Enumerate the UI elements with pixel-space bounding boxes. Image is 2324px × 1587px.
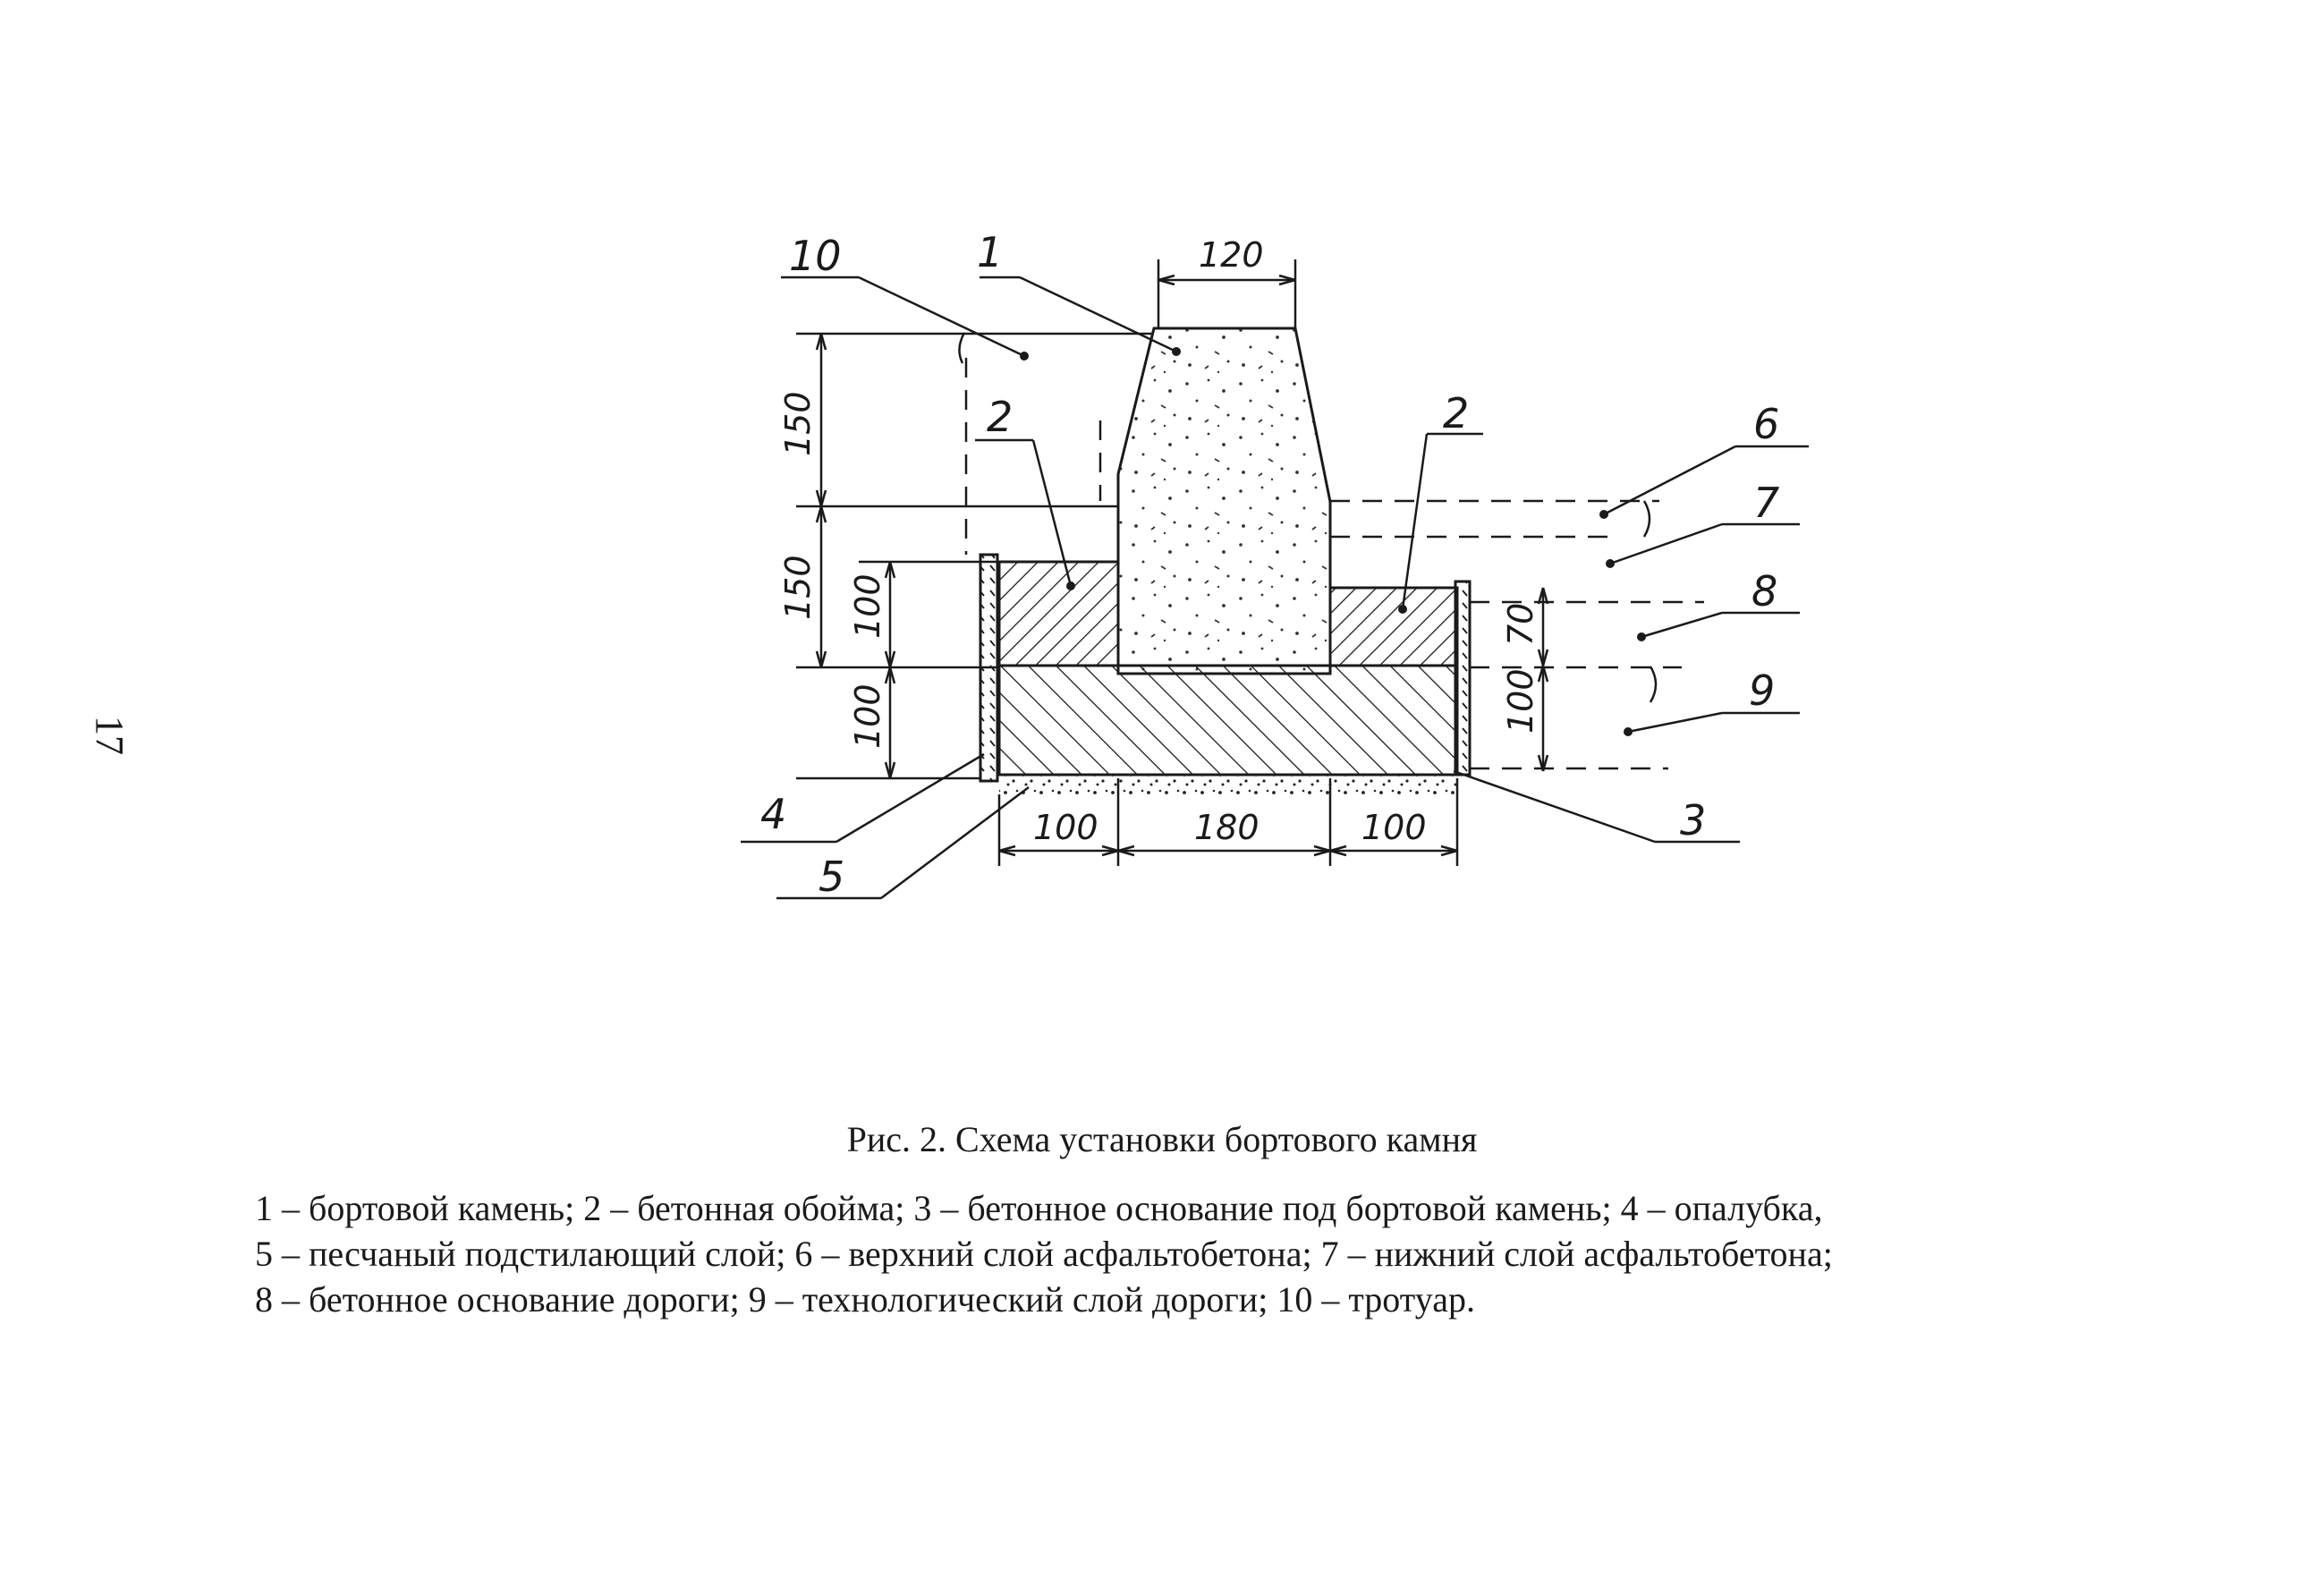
callout-leaders [741, 276, 1809, 900]
dimension-left-150-upper: 150 [778, 391, 818, 456]
callout-5-label: 5 [818, 853, 844, 901]
curb-stone [1116, 327, 1332, 675]
legend-line: 5 – песчаный подстилающий слой; 6 – верх… [255, 1234, 1833, 1274]
legend-line: 1 – бортовой камень; 2 – бетонная обойма… [255, 1188, 1823, 1228]
dimension-left-100-upper: 100 [848, 573, 887, 639]
formwork-right [1454, 580, 1472, 777]
callout-10-label: 10 [789, 232, 842, 280]
dimension-right-70: 70 [1501, 603, 1540, 646]
dimension-bottom-180: 180 [1194, 808, 1260, 847]
dimension-bottom-100-right: 100 [1361, 808, 1427, 847]
sand-underlayer [999, 775, 1457, 794]
figure-legend: 1 – бортовой камень; 2 – бетонная обойма… [255, 1185, 2133, 1322]
dimension-top-width: 120 [1199, 235, 1264, 275]
legend-line: 8 – бетонное основание дороги; 9 – техно… [255, 1279, 1475, 1320]
callout-8-label: 8 [1751, 567, 1777, 615]
dimension-left-100-lower: 100 [848, 683, 887, 749]
page-number: 17 [88, 716, 131, 755]
dimension-left-150-lower: 150 [778, 555, 818, 620]
callout-2-left-label: 2 [987, 393, 1013, 441]
callout-4-label: 4 [760, 790, 786, 838]
concrete-clip-right [1328, 586, 1459, 667]
concrete-base [997, 664, 1459, 777]
callout-7-label: 7 [1753, 479, 1779, 527]
dimension-right-100: 100 [1501, 668, 1540, 734]
concrete-clip-left [997, 560, 1120, 667]
callout-2-right-label: 2 [1443, 389, 1469, 437]
dimension-bottom-100-left: 100 [1033, 808, 1098, 847]
callout-1-label: 1 [977, 228, 1003, 276]
callout-6-label: 6 [1753, 400, 1779, 448]
callout-9-label: 9 [1749, 666, 1775, 715]
callout-3-label: 3 [1680, 796, 1706, 844]
figure-title: Рис. 2. Схема установки бортового камня [846, 1119, 1478, 1159]
